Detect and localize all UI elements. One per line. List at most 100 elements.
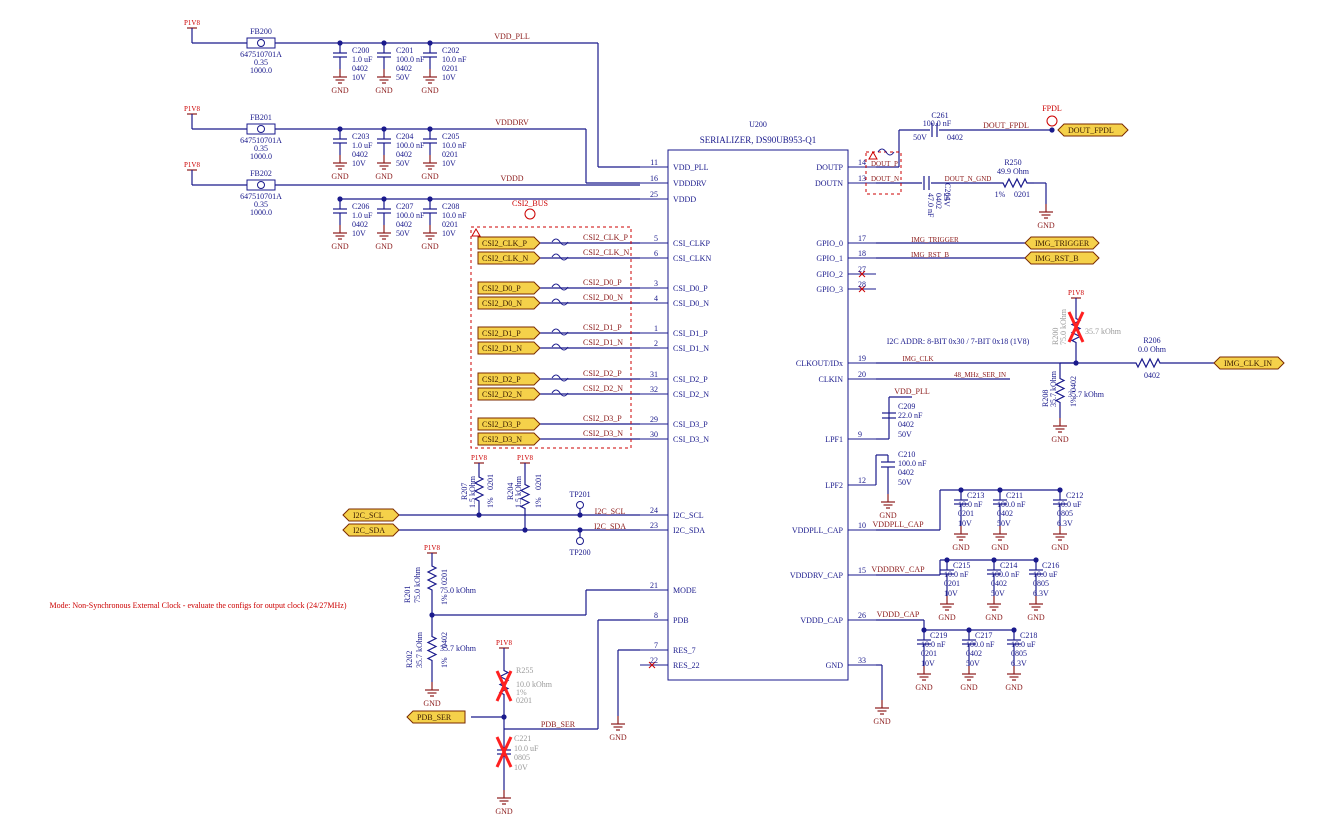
cap-package: 0201: [958, 509, 974, 518]
pin-number: 32: [650, 385, 658, 394]
pin-number: 30: [650, 430, 658, 439]
res-tolerance: 1%: [516, 688, 527, 697]
pin-name: MODE: [673, 586, 697, 595]
warning-icon: [868, 150, 878, 160]
cap-ref: C213: [967, 491, 984, 500]
pin-number: 25: [650, 190, 658, 199]
i2c-sda-port-text: I2C_SDA: [353, 526, 385, 535]
gnd-label: GND: [423, 699, 441, 708]
cap-voltage: 50V: [396, 229, 410, 238]
pin-number: 16: [650, 174, 658, 183]
pin-name: VDDD: [673, 195, 696, 204]
gnd-symbol: [497, 790, 511, 805]
gnd-symbol: [333, 69, 347, 84]
cap-ref: C216: [1042, 561, 1059, 570]
cap-bank-net-label: VDDD_CAP: [877, 610, 920, 619]
p1v8-label: P1V8: [1068, 289, 1084, 297]
ferrite-core: [257, 125, 265, 133]
cap-voltage: 50V: [913, 133, 927, 142]
img-rst-b-port[interactable]: [1024, 251, 1100, 265]
cap-voltage: 50V: [997, 519, 1011, 528]
gnd-symbol: [377, 225, 391, 240]
dout-fpdl-port[interactable]: [1057, 123, 1129, 137]
gnd-symbol: [875, 700, 889, 715]
ic-refdes: U200: [749, 120, 767, 129]
test-point-label: TP200: [569, 548, 590, 557]
pin-number: 11: [650, 158, 658, 167]
csi2-port[interactable]: [477, 417, 541, 431]
pin-name: GND: [826, 661, 844, 670]
pin-number: 29: [650, 415, 658, 424]
ferrite-bead: [246, 37, 276, 49]
cap-package: 0402: [966, 649, 982, 658]
diff-pair-icon: [551, 283, 569, 291]
cap-ref: C211: [1006, 491, 1023, 500]
res-tolerance: 1%: [440, 657, 449, 668]
pin-name: CSI_CLKP: [673, 239, 710, 248]
i2c-scl-net: I2C_SCL: [595, 507, 626, 516]
rail-net-label: VDDDRV: [495, 118, 529, 127]
csi-net-label: CSI2_D3_P: [583, 414, 622, 423]
csi2-port[interactable]: [477, 281, 541, 295]
csi2-bus-box: [470, 226, 632, 449]
pin-name: I2C_SDA: [673, 526, 705, 535]
resistor-r207: [473, 463, 485, 515]
diff-pair-icon: [551, 253, 569, 261]
i2c-scl-port-text: I2C_SCL: [353, 511, 384, 520]
csi2-port[interactable]: [477, 251, 541, 265]
csi2-port[interactable]: [477, 296, 541, 310]
i2c-scl-port[interactable]: [342, 508, 400, 522]
gnd-symbol: [987, 596, 1001, 611]
gnd-label: GND: [421, 172, 439, 181]
cap-package: 0402: [997, 509, 1013, 518]
cap-voltage: 6.3V: [1011, 659, 1027, 668]
res-ref: R204: [506, 483, 515, 500]
pin-number: 13: [858, 174, 866, 183]
res-package: 0402: [1144, 371, 1160, 380]
csi2-port-text: CSI2_CLK_P: [482, 239, 527, 248]
pin-number: 4: [654, 294, 658, 303]
ferrite-core: [257, 39, 265, 47]
cap-package: 0201: [944, 579, 960, 588]
cap-value: 100.0 nF: [991, 570, 1020, 579]
res-package: 0201: [486, 474, 495, 490]
ic-u200-body: [667, 149, 849, 681]
gnd-symbol: [423, 69, 437, 84]
pdb-ser-port[interactable]: [406, 710, 466, 724]
res-alt-value: 35.7 kOhm: [1068, 390, 1105, 399]
pin-name: DOUTP: [816, 163, 843, 172]
dout-fpdl-port-text: DOUT_FPDL: [1068, 126, 1114, 135]
resistor-r201: [426, 553, 438, 603]
pin-number: 6: [654, 249, 658, 258]
cap-value: 47.0 nF: [926, 193, 935, 218]
res-tolerance: 1%: [995, 190, 1006, 199]
img-clk-in-port[interactable]: [1213, 356, 1285, 370]
gnd-symbol: [333, 225, 347, 240]
pin-name: RES_22: [673, 661, 700, 670]
img-trigger-port-text: IMG_TRIGGER: [1035, 239, 1090, 248]
csi2-port[interactable]: [477, 236, 541, 250]
pin-name: VDD_PLL: [673, 163, 709, 172]
csi2-port[interactable]: [477, 372, 541, 386]
cap-bank-net-label: VDDDRV_CAP: [871, 565, 925, 574]
test-point-icon[interactable]: [576, 501, 584, 509]
cap-voltage: 10V: [442, 159, 456, 168]
i2c-sda-port[interactable]: [342, 523, 400, 537]
csi2-port[interactable]: [477, 387, 541, 401]
csi2-port[interactable]: [477, 326, 541, 340]
res-ref: R200: [1051, 328, 1060, 345]
gnd-label: GND: [421, 242, 439, 251]
cap-ref: C210: [898, 450, 915, 459]
cap-value: 10.0 nF: [958, 500, 983, 509]
diff-pair-icon: [551, 374, 569, 382]
gnd-label: GND: [1051, 435, 1069, 444]
cap-ref: C201: [396, 46, 413, 55]
pin-number: 23: [650, 521, 658, 530]
csi2-port[interactable]: [477, 432, 541, 446]
gnd-label: GND: [421, 86, 439, 95]
test-point-icon[interactable]: [576, 537, 584, 545]
csi2-port[interactable]: [477, 341, 541, 355]
img-trigger-port[interactable]: [1024, 236, 1100, 250]
pin-name: VDDDRV_CAP: [790, 571, 844, 580]
pin-number: 17: [858, 234, 866, 243]
